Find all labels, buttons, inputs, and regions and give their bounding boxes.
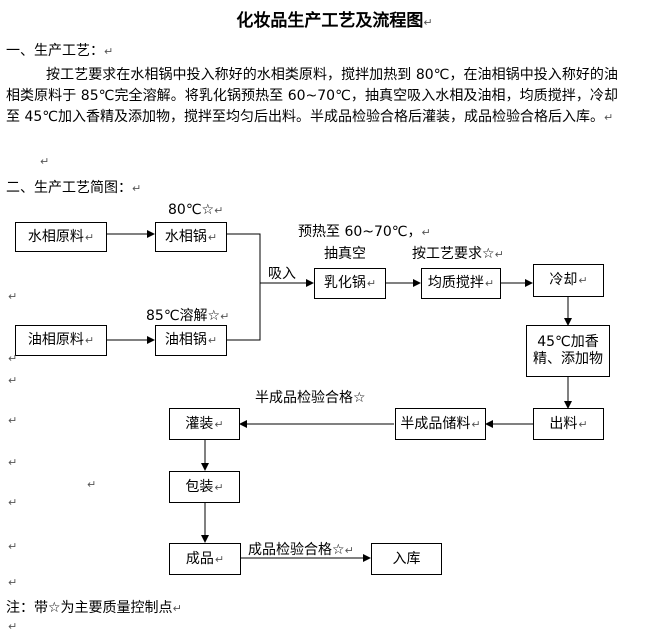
label-dissolve-85: 85℃溶解☆↵ <box>146 305 229 325</box>
label-final-qc: 成品检验合格☆↵ <box>248 539 354 559</box>
box-oil-material-label: 油相原料 <box>27 332 84 348</box>
page-title-text: 化妆品生产工艺及流程图 <box>236 11 424 31</box>
return-mark: ↵ <box>8 352 18 365</box>
return-mark: ↵ <box>8 374 18 387</box>
label-semi-qc: 半成品检验合格☆ <box>255 387 366 407</box>
box-warehouse-label: 入库 <box>392 550 421 567</box>
return-mark: ↵ <box>220 310 230 323</box>
return-mark: ↵ <box>132 182 142 195</box>
label-final-qc-text: 成品检验合格☆ <box>248 542 345 558</box>
return-mark: ↵ <box>40 155 50 168</box>
return-mark: ↵ <box>207 334 218 347</box>
return-mark: ↵ <box>207 230 218 244</box>
label-temp-80-text: 80℃☆ <box>168 202 215 218</box>
return-mark: ↵ <box>578 274 588 287</box>
return-mark: ↵ <box>87 478 97 491</box>
label-suck-in-text: 吸入 <box>268 266 296 282</box>
return-mark: ↵ <box>471 417 481 431</box>
return-mark: ↵ <box>214 480 224 494</box>
box-warehouse: 入库 <box>371 543 442 575</box>
edge-water-tank-join <box>227 233 261 341</box>
return-mark: ↵ <box>604 111 614 124</box>
return-mark: ↵ <box>8 496 18 509</box>
box-water-material-label: 水相原料 <box>27 228 84 245</box>
box-discharge-label: 出料 <box>549 415 578 432</box>
box-cooling-label: 冷却 <box>549 272 578 288</box>
return-mark: ↵ <box>8 576 18 589</box>
box-cooling: 冷却↵ <box>533 264 604 297</box>
box-oil-tank: 油相锅↵ <box>155 325 227 356</box>
return-mark: ↵ <box>84 334 95 347</box>
return-mark: ↵ <box>366 277 377 290</box>
box-water-tank: 水相锅↵ <box>155 222 227 252</box>
label-dissolve-85-text: 85℃溶解☆ <box>146 308 221 324</box>
box-oil-tank-label: 油相锅 <box>164 332 207 348</box>
label-process-req: 按工艺要求☆↵ <box>412 243 504 263</box>
box-water-tank-label: 水相锅 <box>164 228 207 245</box>
box-oil-material: 油相原料↵ <box>15 325 107 356</box>
return-mark: ↵ <box>172 602 182 615</box>
box-packaging-label: 包装 <box>185 478 214 495</box>
return-mark: ↵ <box>8 620 18 633</box>
box-filling-label: 灌装 <box>185 415 214 432</box>
section2-heading: 二、生产工艺简图：↵ <box>6 177 141 197</box>
label-semi-qc-text: 半成品检验合格☆ <box>255 390 366 406</box>
return-mark: ↵ <box>84 230 95 244</box>
box-homogenize-label: 均质搅拌 <box>427 275 484 291</box>
box-finished: 成品↵ <box>169 543 241 575</box>
return-mark: ↵ <box>214 204 224 217</box>
return-mark: ↵ <box>421 226 431 239</box>
return-mark: ↵ <box>344 544 354 557</box>
box-emulsify: 乳化锅↵ <box>314 268 386 299</box>
return-mark: ↵ <box>8 540 18 553</box>
section2-heading-text: 二、生产工艺简图： <box>6 180 132 196</box>
label-preheat: 预热至 60~70℃，↵ <box>298 221 431 241</box>
label-vacuum-text: 抽真空 <box>324 246 366 262</box>
return-mark: ↵ <box>484 277 495 290</box>
box-discharge: 出料↵ <box>533 408 604 440</box>
label-preheat-text: 预热至 60~70℃， <box>298 224 422 240</box>
footnote: 注：带☆为主要质量控制点↵ <box>6 597 182 617</box>
section1-heading-text: 一、生产工艺： <box>6 43 104 59</box>
box-homogenize: 均质搅拌↵ <box>421 268 501 299</box>
label-process-req-text: 按工艺要求☆ <box>412 246 495 262</box>
return-mark: ↵ <box>8 414 18 427</box>
box-semi-storage-label: 半成品储料 <box>400 415 471 432</box>
box-packaging: 包装↵ <box>169 471 240 503</box>
box-water-material: 水相原料↵ <box>15 222 107 252</box>
return-mark: ↵ <box>214 552 225 566</box>
box-finished-label: 成品 <box>185 550 214 567</box>
page-title: 化妆品生产工艺及流程图↵ <box>0 6 669 31</box>
return-mark: ↵ <box>494 248 504 261</box>
box-add-fragrance-label: 45℃加香精、添加物 <box>533 334 603 367</box>
section1-paragraph: 按工艺要求在水相锅中投入称好的水相类原料，搅拌加热到 80℃，在油相锅中投入称好… <box>6 65 618 128</box>
section1-paragraph-text: 按工艺要求在水相锅中投入称好的水相类原料，搅拌加热到 80℃，在油相锅中投入称好… <box>6 67 618 125</box>
section1-heading: 一、生产工艺：↵ <box>6 40 113 60</box>
return-mark: ↵ <box>423 16 433 29</box>
box-filling: 灌装↵ <box>169 408 240 440</box>
return-mark: ↵ <box>8 456 18 469</box>
label-suck-in: 吸入 <box>268 263 296 283</box>
box-semi-storage: 半成品储料↵ <box>395 408 486 440</box>
return-mark: ↵ <box>8 290 18 303</box>
return-mark: ↵ <box>578 417 588 431</box>
return-mark: ↵ <box>104 45 114 58</box>
return-mark: ↵ <box>214 417 224 431</box>
footnote-text: 注：带☆为主要质量控制点 <box>6 600 173 616</box>
box-add-fragrance: 45℃加香精、添加物 <box>526 325 610 377</box>
label-vacuum: 抽真空 <box>324 243 366 263</box>
box-emulsify-label: 乳化锅 <box>323 275 366 291</box>
label-temp-80: 80℃☆↵ <box>168 202 223 218</box>
